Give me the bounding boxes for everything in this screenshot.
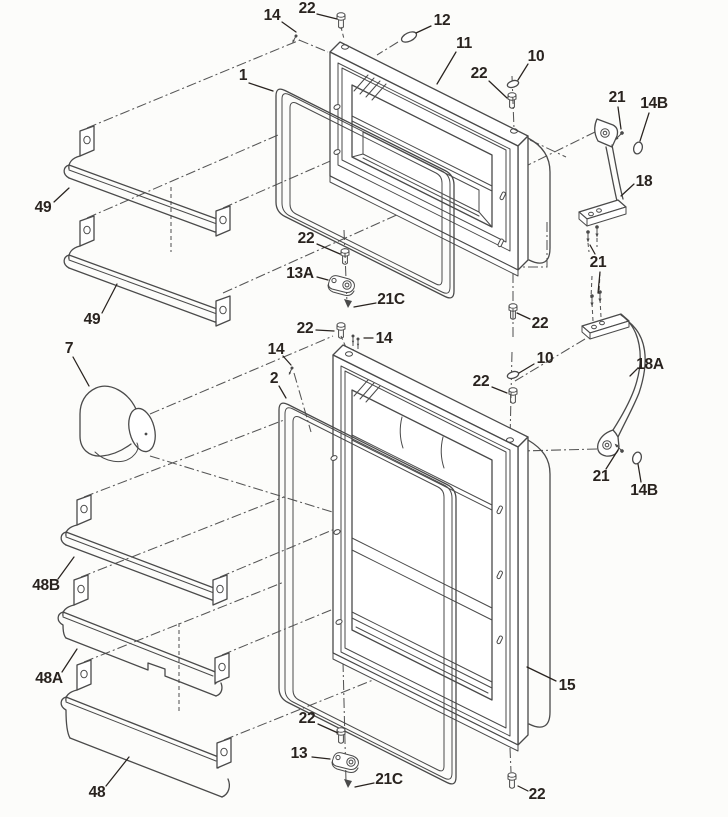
leader-line bbox=[488, 80, 508, 99]
leader-line bbox=[605, 449, 619, 470]
set-screw-21c-arrows bbox=[344, 299, 352, 788]
leader-line bbox=[517, 63, 529, 81]
leader-line bbox=[72, 356, 90, 387]
leader-line bbox=[629, 368, 638, 377]
leader-line bbox=[316, 276, 329, 281]
leader-line bbox=[316, 243, 341, 255]
leader-line bbox=[518, 363, 535, 374]
leader-line bbox=[317, 723, 339, 734]
leader-line bbox=[53, 187, 70, 203]
top-hinge-bracket bbox=[578, 118, 627, 243]
leader-line bbox=[311, 756, 331, 760]
door-bin-48 bbox=[60, 659, 232, 798]
leader-line bbox=[620, 183, 635, 197]
leader-line bbox=[415, 25, 432, 34]
leader-line bbox=[57, 556, 75, 580]
leader-line bbox=[436, 51, 457, 85]
leader-line bbox=[491, 386, 508, 394]
leader-line bbox=[105, 756, 130, 787]
center-hinge-bracket bbox=[581, 289, 646, 457]
freezer-door-shelf-lower bbox=[63, 215, 231, 327]
freezer-door-shelf-upper bbox=[63, 125, 231, 237]
leader-line bbox=[354, 782, 375, 788]
leader-line bbox=[248, 82, 274, 92]
leader-line bbox=[101, 283, 118, 314]
refrigerator-door-gasket bbox=[278, 402, 457, 785]
door-bin-48a bbox=[57, 574, 230, 697]
plug-10-bottom bbox=[506, 370, 520, 380]
grommet-12 bbox=[400, 31, 418, 43]
leader-line bbox=[617, 106, 622, 130]
freezer-door bbox=[329, 41, 551, 277]
round-canister-part bbox=[79, 385, 156, 463]
door-shelf-48b bbox=[60, 494, 228, 606]
door-closer-cam-13 bbox=[331, 752, 359, 773]
leader-line bbox=[639, 112, 650, 142]
cap-14b-top bbox=[632, 141, 644, 155]
callout-leader-lines bbox=[53, 13, 650, 792]
leader-line bbox=[589, 244, 596, 255]
cap-14b-bottom bbox=[631, 451, 643, 465]
leader-line bbox=[61, 648, 78, 673]
leader-line bbox=[281, 21, 297, 33]
plug-10-top bbox=[506, 79, 520, 89]
leader-line bbox=[597, 271, 601, 294]
leader-line bbox=[516, 312, 531, 320]
leader-line bbox=[517, 785, 529, 792]
leader-line bbox=[316, 13, 338, 20]
leader-line bbox=[315, 329, 335, 332]
leader-line bbox=[637, 463, 642, 483]
freezer-door-gasket bbox=[275, 88, 455, 299]
door-closer-cam-13a bbox=[327, 275, 355, 296]
leader-line bbox=[353, 302, 377, 308]
leader-line bbox=[282, 355, 292, 366]
refrigerator-door bbox=[330, 344, 551, 752]
leader-line bbox=[278, 385, 287, 399]
leader-line bbox=[526, 666, 557, 682]
